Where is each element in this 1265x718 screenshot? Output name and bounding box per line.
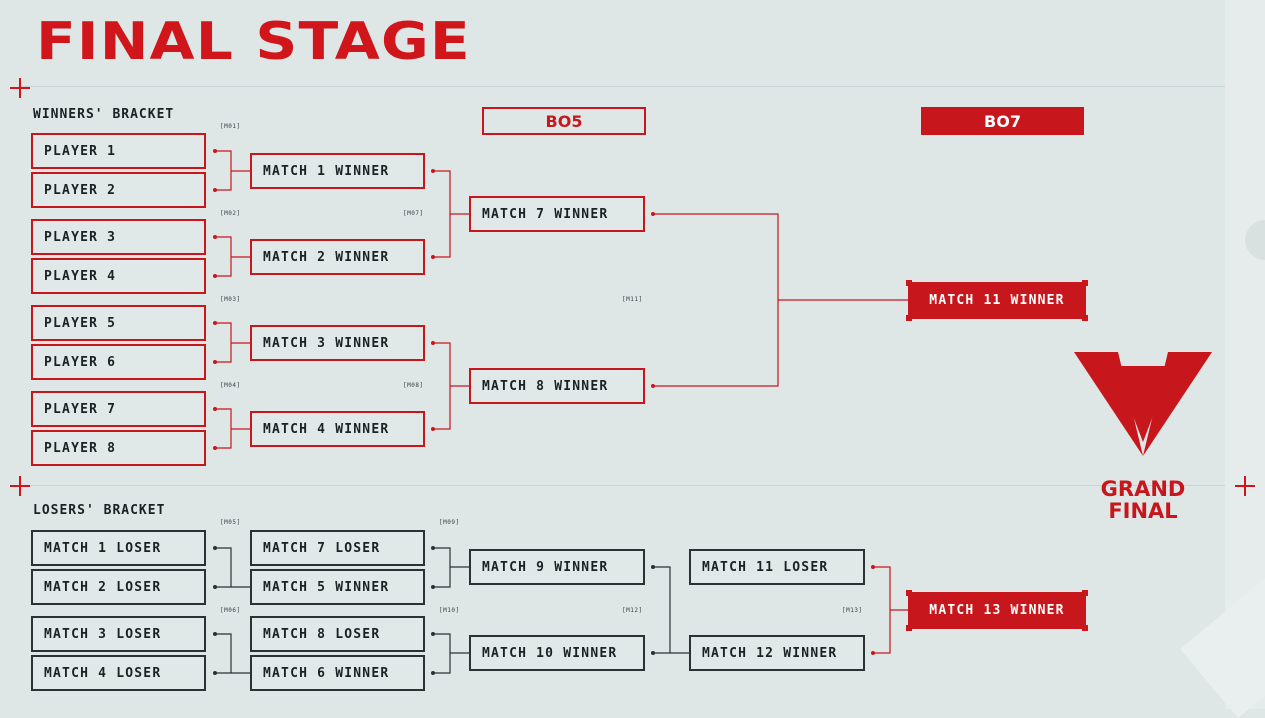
right-decoration-panel <box>1180 0 1265 718</box>
player-slot: PLAYER 2 <box>31 172 206 208</box>
divider-top <box>20 86 1225 87</box>
player-slot: PLAYER 8 <box>31 430 206 466</box>
match-slot: MATCH 4 LOSER <box>31 655 206 691</box>
match-tag: [M07] <box>403 210 424 217</box>
losers-final-label: MATCH 13 WINNER <box>929 603 1065 618</box>
match-tag: [M08] <box>403 382 424 389</box>
format-badge-bo7: BO7 <box>921 107 1084 135</box>
match-slot: MATCH 3 WINNER <box>250 325 425 361</box>
grand-final-label: GRAND FINAL <box>1100 477 1186 523</box>
player-slot: PLAYER 5 <box>31 305 206 341</box>
match-slot: MATCH 11 LOSER <box>689 549 865 585</box>
match-slot: MATCH 6 WINNER <box>250 655 425 691</box>
winners-final-slot: MATCH 11 WINNER <box>906 280 1088 321</box>
match-slot: MATCH 8 WINNER <box>469 368 645 404</box>
player-slot: PLAYER 7 <box>31 391 206 427</box>
match-tag: [M10] <box>439 607 460 614</box>
match-slot: MATCH 2 LOSER <box>31 569 206 605</box>
crosshair-icon <box>1235 476 1255 496</box>
match-slot: MATCH 7 WINNER <box>469 196 645 232</box>
player-slot: PLAYER 6 <box>31 344 206 380</box>
match-slot: MATCH 8 LOSER <box>250 616 425 652</box>
player-slot: PLAYER 1 <box>31 133 206 169</box>
losers-bracket-label: LOSERS' BRACKET <box>33 503 166 518</box>
player-slot: PLAYER 3 <box>31 219 206 255</box>
match-slot: MATCH 7 LOSER <box>250 530 425 566</box>
match-slot: MATCH 12 WINNER <box>689 635 865 671</box>
match-tag: [M12] <box>622 607 643 614</box>
format-badge-bo5: BO5 <box>482 107 646 135</box>
match-tag: [M03] <box>220 296 241 303</box>
match-tag: [M06] <box>220 607 241 614</box>
match-tag: [M04] <box>220 382 241 389</box>
grand-final-logo-icon <box>1074 352 1212 456</box>
player-slot: PLAYER 4 <box>31 258 206 294</box>
match-tag: [M05] <box>220 519 241 526</box>
match-tag: [M02] <box>220 210 241 217</box>
match-slot: MATCH 5 WINNER <box>250 569 425 605</box>
crosshair-icon <box>10 476 30 496</box>
match-slot: MATCH 9 WINNER <box>469 549 645 585</box>
page-title: FINAL STAGE <box>36 12 471 72</box>
winners-bracket-label: WINNERS' BRACKET <box>33 107 175 122</box>
match-slot: MATCH 10 WINNER <box>469 635 645 671</box>
match-slot: MATCH 3 LOSER <box>31 616 206 652</box>
match-tag: [M13] <box>842 607 863 614</box>
divider-middle <box>20 485 1225 486</box>
match-slot: MATCH 1 WINNER <box>250 153 425 189</box>
match-slot: MATCH 4 WINNER <box>250 411 425 447</box>
match-slot: MATCH 1 LOSER <box>31 530 206 566</box>
crosshair-icon <box>10 78 30 98</box>
match-tag: [M11] <box>622 296 643 303</box>
losers-final-slot: MATCH 13 WINNER <box>906 590 1088 631</box>
match-tag: [M01] <box>220 123 241 130</box>
decor-circle <box>1245 220 1265 260</box>
winners-final-label: MATCH 11 WINNER <box>929 293 1065 308</box>
match-slot: MATCH 2 WINNER <box>250 239 425 275</box>
match-tag: [M09] <box>439 519 460 526</box>
